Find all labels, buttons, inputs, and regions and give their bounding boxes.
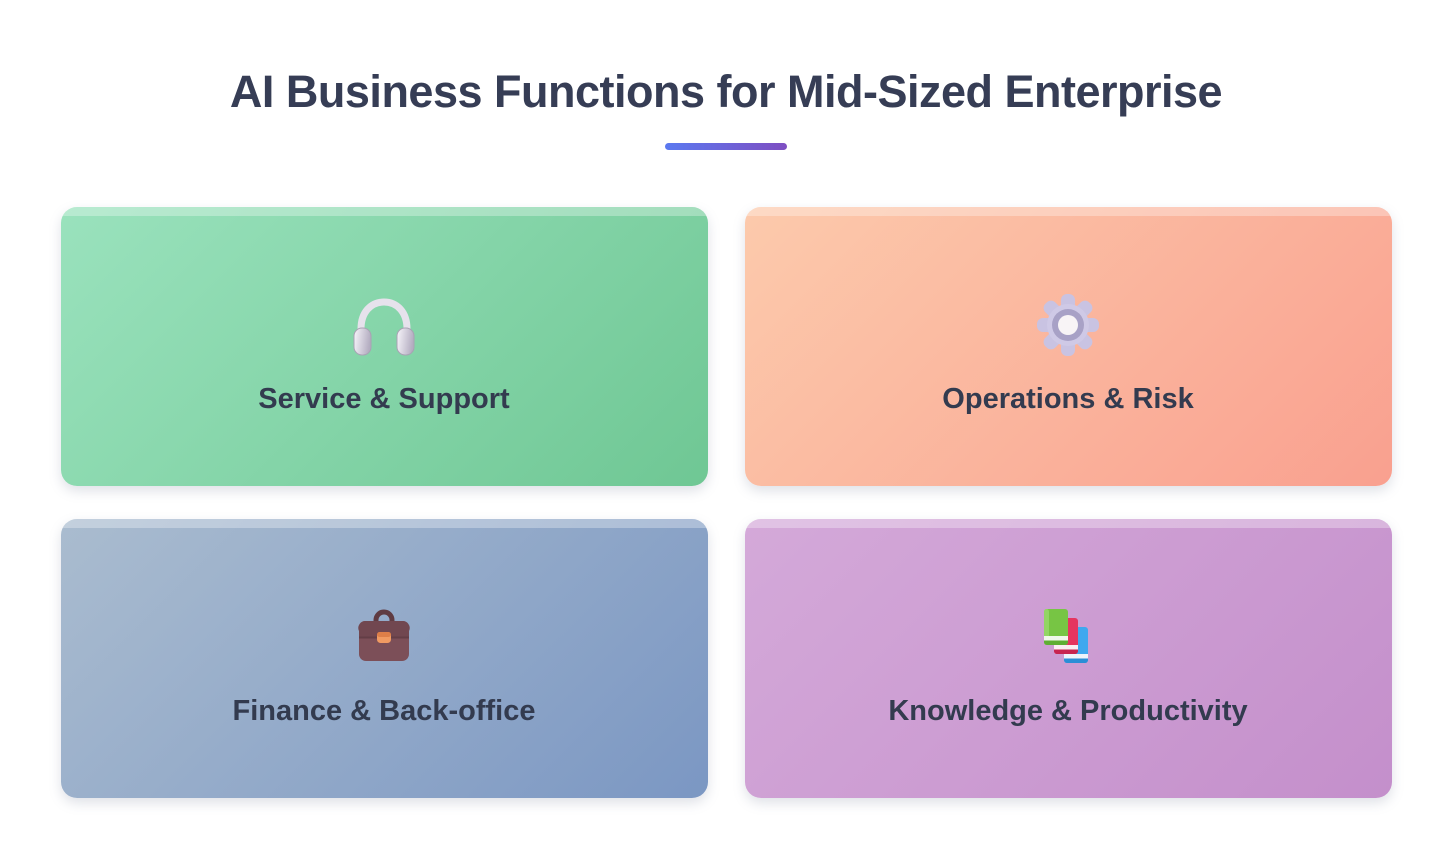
page-title: AI Business Functions for Mid-Sized Ente… [229, 66, 1223, 117]
cards-grid: Service & Support Operations & Risk [0, 207, 1452, 798]
card-finance-backoffice: Finance & Back-office [60, 519, 708, 798]
card-label-finance-backoffice: Finance & Back-office [232, 695, 536, 727]
card-operations-risk: Operations & Risk [744, 207, 1392, 486]
card-knowledge-productivity: Knowledge & Productivity [744, 519, 1392, 798]
gear-icon [1032, 289, 1104, 361]
card-label-operations-risk: Operations & Risk [942, 383, 1194, 415]
card-label-service-support: Service & Support [258, 383, 510, 415]
header: AI Business Functions for Mid-Sized Ente… [0, 0, 1452, 150]
card-label-knowledge-productivity: Knowledge & Productivity [888, 695, 1248, 727]
briefcase-icon [348, 601, 420, 673]
books-icon [1032, 601, 1104, 673]
headphones-icon [348, 289, 420, 361]
card-service-support: Service & Support [60, 207, 708, 486]
title-accent-bar [665, 143, 787, 150]
